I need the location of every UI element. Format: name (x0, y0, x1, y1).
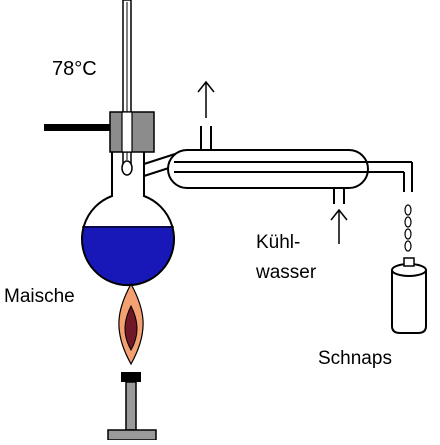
cooling-water-label-line1: Kühl- (256, 232, 301, 253)
arrow-up-icon (197, 80, 215, 118)
spirit-label: Schnaps (318, 348, 392, 369)
arrow-up-icon (330, 208, 348, 244)
mash-label: Maische (4, 286, 75, 307)
collecting-vessel (391, 257, 427, 334)
condenser (167, 126, 413, 204)
bunsen-burner (107, 372, 157, 441)
clamp-rod (44, 124, 112, 131)
flame (118, 282, 144, 366)
cooling-water-label-line2: wasser (256, 262, 317, 283)
temperature-label: 78°C (52, 58, 97, 80)
droplets (404, 204, 412, 252)
